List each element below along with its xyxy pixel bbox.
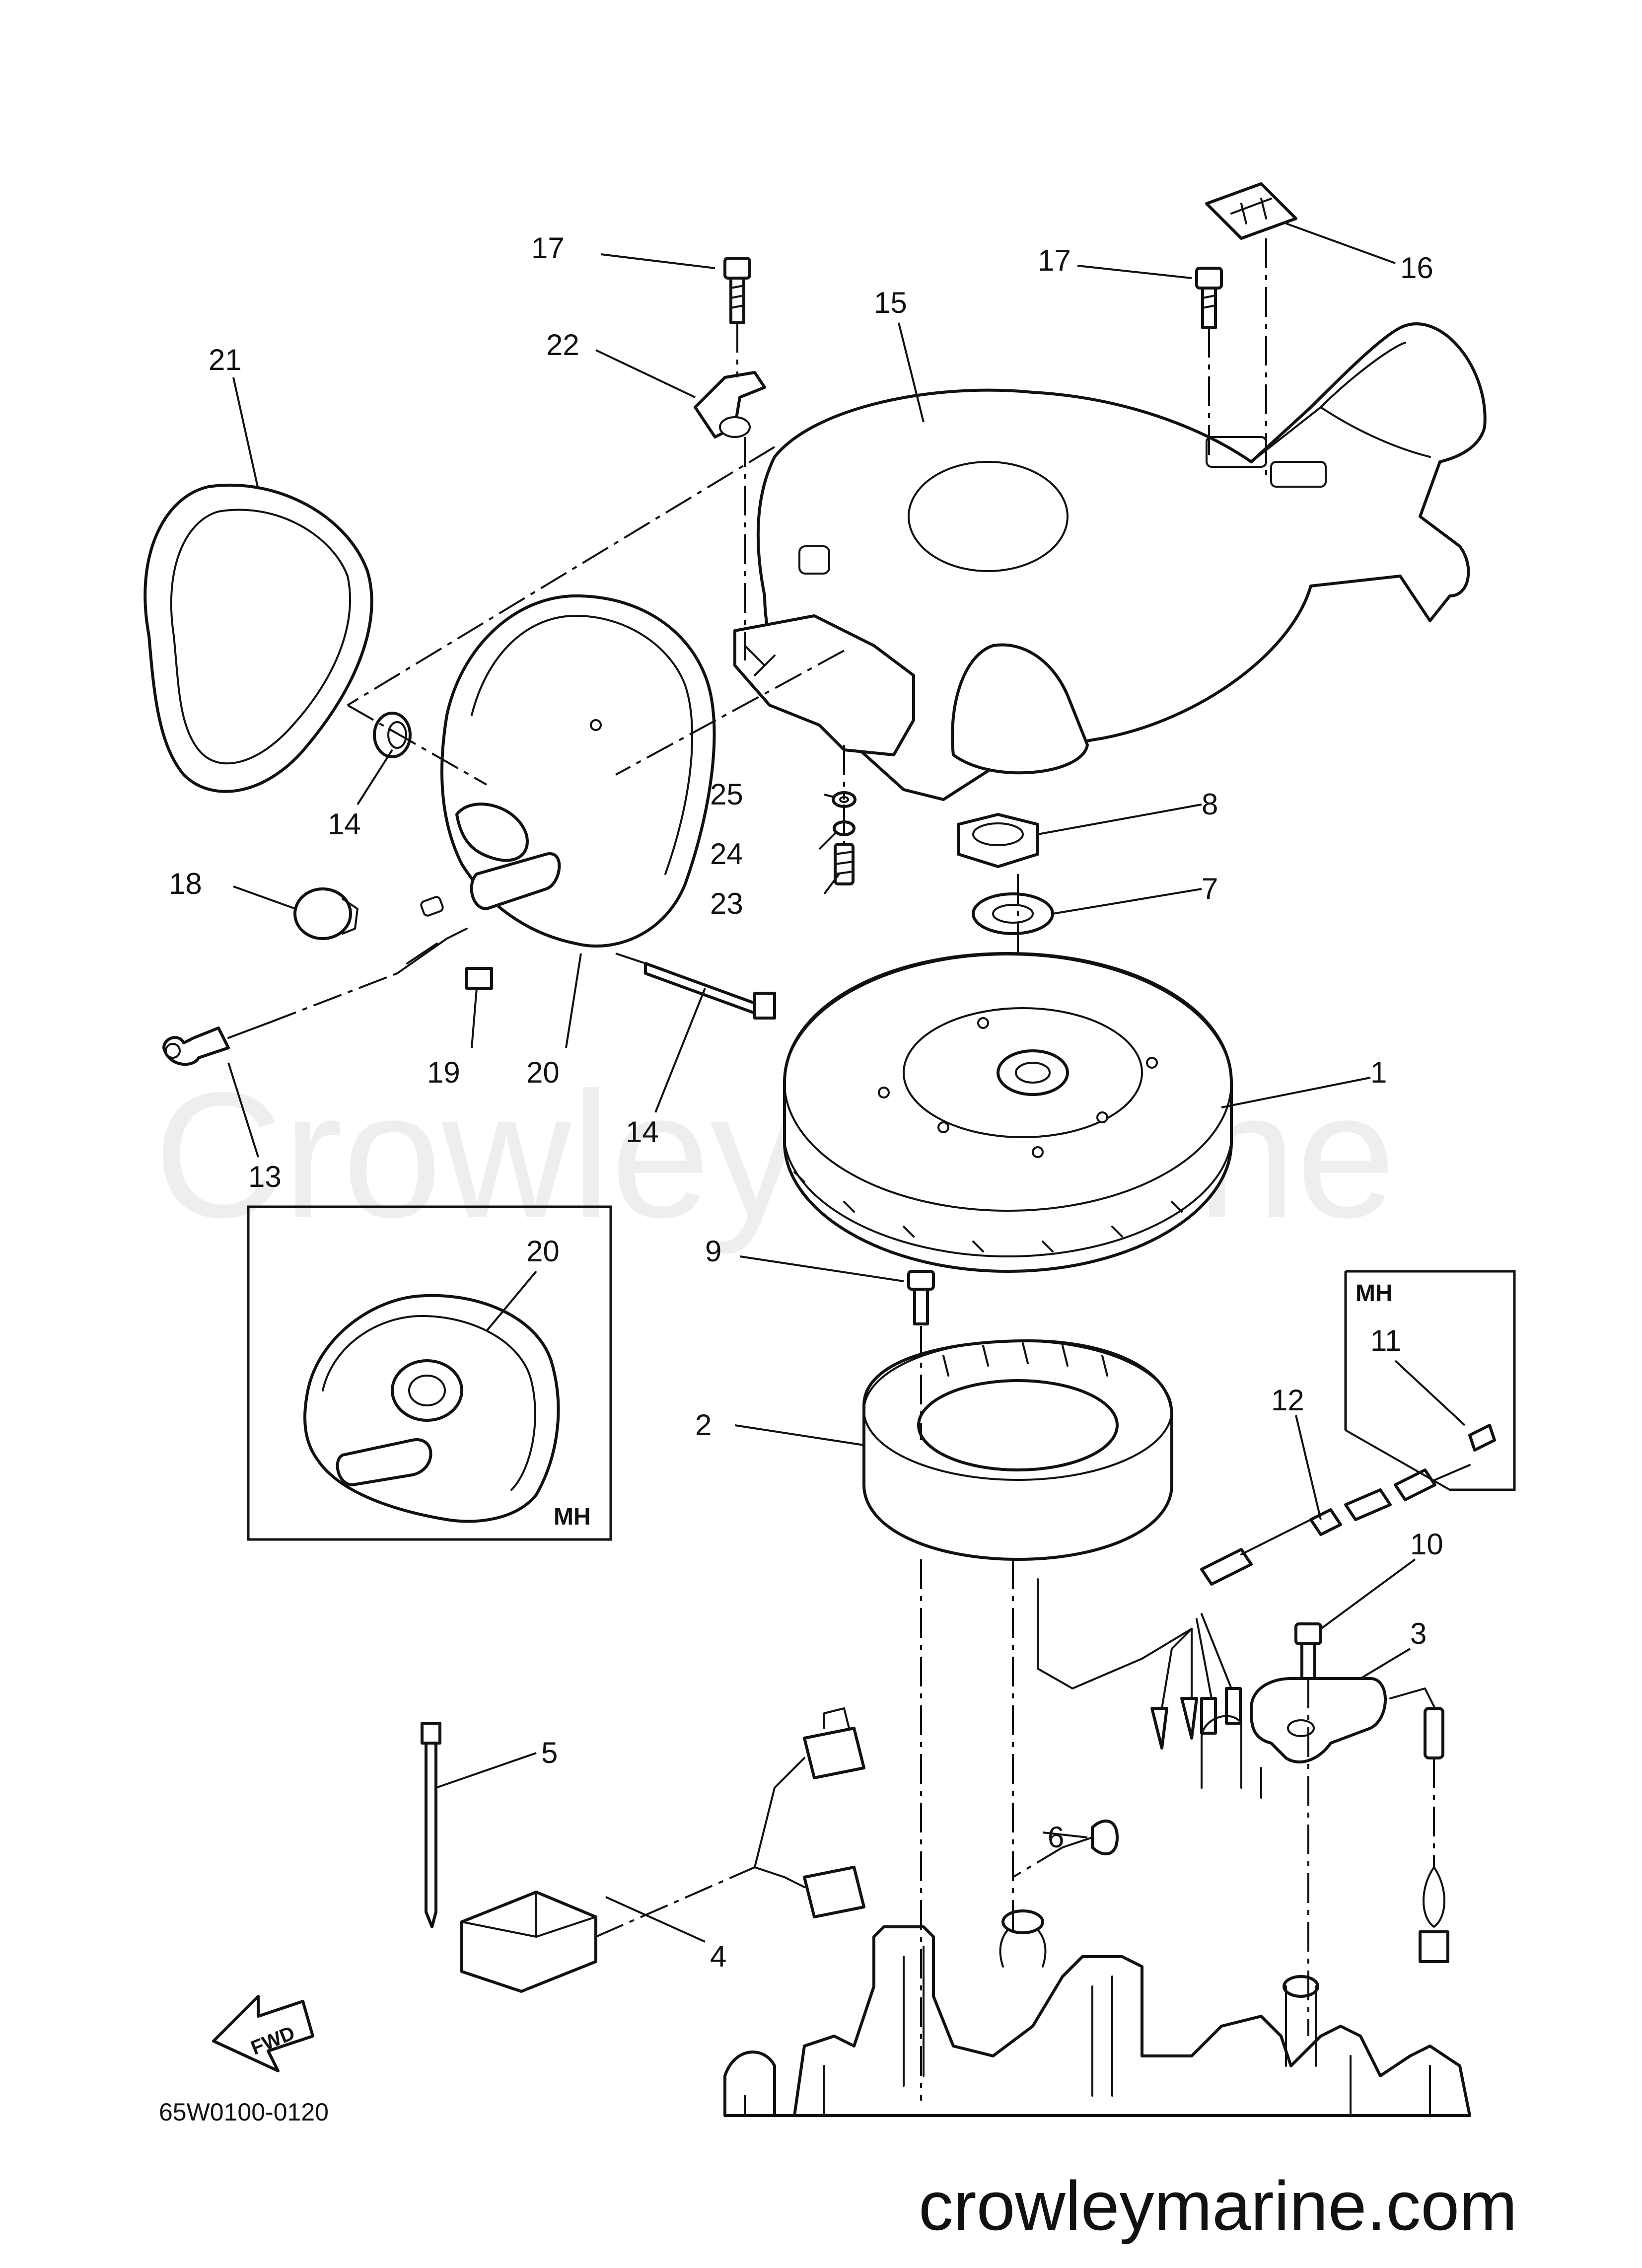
bolt-10 xyxy=(1294,1622,1322,1680)
cable-tie-14 xyxy=(644,962,776,1020)
alignment-lines xyxy=(347,238,1309,2101)
clip-22 xyxy=(694,371,766,439)
stator-2 xyxy=(862,1339,1173,1561)
callout-8: 8 xyxy=(1202,788,1218,821)
website-label[interactable]: crowleymarine.com xyxy=(919,2167,1517,2245)
screw-11 xyxy=(1468,1424,1496,1452)
mh-label-left: MH xyxy=(554,1504,591,1530)
callout-17: 17 xyxy=(1038,244,1071,277)
callout-17: 17 xyxy=(531,231,565,265)
rivet-6 xyxy=(1062,1819,1119,1856)
callout-4: 4 xyxy=(710,1940,726,1973)
flywheel-1 xyxy=(783,952,1233,1273)
plug-18 xyxy=(293,887,358,940)
drawing-code: 65W0100-0120 xyxy=(159,2098,329,2126)
callout-7: 7 xyxy=(1202,872,1218,905)
bolt-23 xyxy=(834,843,855,885)
silencer-20 xyxy=(440,594,716,948)
harness-12 xyxy=(1037,1464,1471,1750)
mh-label-right: MH xyxy=(1356,1280,1393,1307)
callout-12: 12 xyxy=(1271,1384,1304,1417)
callout-5: 5 xyxy=(541,1736,558,1769)
washer-7 xyxy=(972,892,1054,935)
pulser-coil-3 xyxy=(1250,1677,1449,1963)
callout-20: 20 xyxy=(526,1056,560,1089)
grommet-16 xyxy=(1205,182,1297,240)
bolt-17-right xyxy=(1195,267,1223,329)
grommet-14-top xyxy=(373,712,412,758)
callout-10: 10 xyxy=(1410,1528,1443,1561)
callout-numbers: 17 17 16 15 22 21 14 18 25 24 23 8 7 1 1… xyxy=(169,231,1443,1973)
callout-19: 19 xyxy=(427,1056,460,1089)
mh-inset-left: MH xyxy=(247,1205,612,1541)
fwd-arrow: FWD xyxy=(212,1995,314,2072)
callout-18: 18 xyxy=(169,867,202,900)
leader-lines xyxy=(227,222,1466,1943)
mh-inset-right: MH xyxy=(1344,1270,1516,1491)
callout-9: 9 xyxy=(705,1235,721,1268)
callout-20: 20 xyxy=(526,1235,560,1268)
nut-8 xyxy=(957,813,1039,868)
callout-13: 13 xyxy=(248,1160,282,1193)
bolt-17-left xyxy=(723,257,751,324)
callout-23: 23 xyxy=(710,887,743,920)
callout-21: 21 xyxy=(209,343,242,376)
sensor-13 xyxy=(162,896,468,1066)
label-19 xyxy=(465,967,493,990)
callout-22: 22 xyxy=(546,328,579,362)
callout-3: 3 xyxy=(1410,1617,1427,1650)
callout-2: 2 xyxy=(695,1408,712,1442)
cdi-unit-4 xyxy=(460,1707,865,1993)
silencer-seal-21 xyxy=(143,483,373,793)
callout-14: 14 xyxy=(626,1115,659,1149)
callout-25: 25 xyxy=(710,778,743,811)
callout-16: 16 xyxy=(1400,251,1433,285)
cable-tie-5 xyxy=(421,1722,441,1928)
callout-15: 15 xyxy=(874,286,907,319)
callout-14: 14 xyxy=(328,807,361,841)
callout-11: 11 xyxy=(1370,1324,1401,1357)
callout-24: 24 xyxy=(710,837,743,871)
flywheel-cover xyxy=(733,322,1487,801)
callout-6: 6 xyxy=(1048,1821,1064,1854)
bolt-9 xyxy=(907,1270,935,1325)
callout-1: 1 xyxy=(1370,1056,1387,1089)
engine-block xyxy=(723,1715,1471,2117)
